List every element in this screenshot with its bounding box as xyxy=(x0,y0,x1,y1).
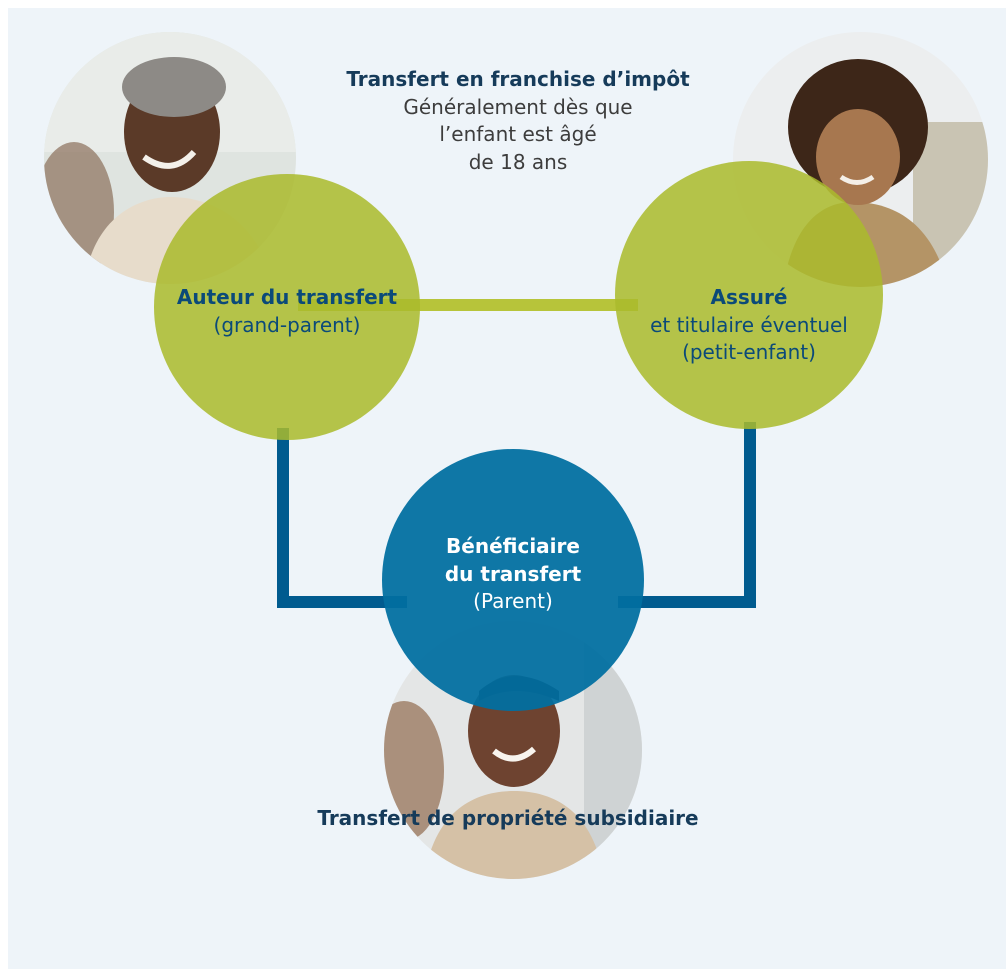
beneficiary-circle xyxy=(382,449,644,711)
connector-right-vertical xyxy=(744,422,756,608)
insured-circle xyxy=(615,161,883,429)
transferor-label: Auteur du transfert (grand-parent) xyxy=(154,284,420,339)
connector-right-horizontal xyxy=(618,596,756,608)
beneficiary-line2: du transfert xyxy=(444,561,582,586)
tax-free-transfer-line3: de 18 ans xyxy=(468,149,568,174)
tax-free-transfer-title: Transfert en franchise d’impôt xyxy=(346,67,690,91)
insured-title: Assuré xyxy=(710,285,788,309)
connector-left-horizontal xyxy=(277,596,407,608)
transferor-subtitle: (grand-parent) xyxy=(213,312,361,337)
beneficiary-line3: (Parent) xyxy=(473,589,553,614)
transferor-circle xyxy=(154,174,420,440)
tax-free-transfer-line2: l’enfant est âgé xyxy=(439,122,597,147)
insured-label: Assuré et titulaire éventuel (petit-enfa… xyxy=(605,284,893,367)
contingent-ownership-transfer-title: Transfert de propriété subsidiaire xyxy=(317,806,699,830)
insured-line3: (petit-enfant) xyxy=(682,340,816,365)
insured-line2: et titulaire éventuel xyxy=(650,312,848,337)
connector-left-vertical xyxy=(277,428,289,608)
tax-free-transfer-note: Transfert en franchise d’impôt Généralem… xyxy=(308,66,728,176)
beneficiary-line1: Bénéficiaire xyxy=(446,534,580,558)
transferor-title: Auteur du transfert xyxy=(176,285,398,309)
diagram-panel: Transfert en franchise d’impôt Généralem… xyxy=(8,8,1006,969)
beneficiary-label: Bénéficiaire du transfert (Parent) xyxy=(382,533,644,616)
tax-free-transfer-line1: Généralement dès que xyxy=(403,94,633,119)
